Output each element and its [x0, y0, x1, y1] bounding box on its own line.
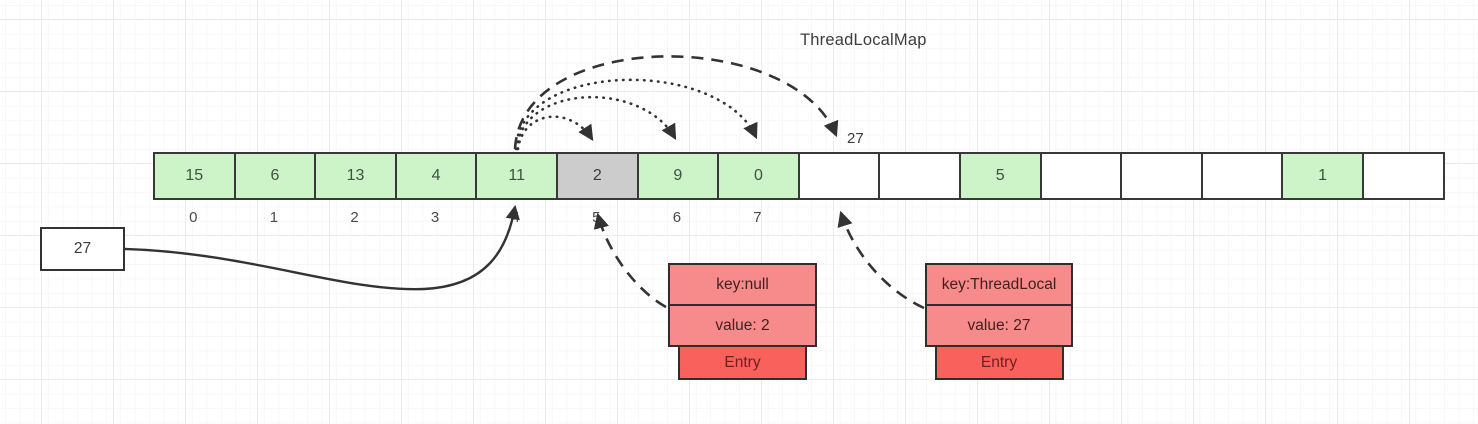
rehash-target-label: 27	[847, 130, 864, 147]
probe-arc-to-cell8	[513, 55, 839, 150]
array-cell-9	[878, 152, 961, 200]
array-cell-5: 2	[555, 152, 639, 200]
probe-arc-to-cell7	[514, 78, 758, 151]
entry-key-row: key:null	[668, 263, 817, 306]
array-cell-1: 6	[233, 152, 317, 200]
index-labels: 0 1 2 3 4 5 6 7	[153, 209, 798, 226]
index-label-4: 4	[511, 209, 520, 226]
array-cell-11	[1039, 152, 1123, 200]
entry-tab-label: Entry	[934, 345, 1064, 380]
entry-null-arrow-to-cell5	[593, 212, 667, 309]
diagram-title: ThreadLocalMap	[800, 31, 927, 49]
probe-arc-to-cell6	[515, 96, 677, 151]
entry-key-null: key:null value: 2 Entry	[668, 263, 817, 380]
entry-key-threadlocal: key:ThreadLocal value: 27 Entry	[925, 263, 1073, 380]
entry-threadlocal-arrow-to-cell8	[837, 210, 925, 310]
array-cell-0: 15	[153, 152, 236, 200]
probe-arc-to-cell5	[516, 115, 594, 151]
array-cell-12	[1120, 152, 1203, 200]
pointer-box-27: 27	[40, 227, 125, 271]
array-cell-15	[1361, 152, 1445, 200]
entry-value-row: value: 27	[925, 304, 1073, 347]
index-label-6: 6	[672, 209, 682, 226]
array-cell-8	[797, 152, 881, 200]
entry-tab-label: Entry	[678, 345, 807, 380]
array-cell-4: 11	[475, 152, 558, 200]
array-cell-13	[1200, 152, 1284, 200]
array-cell-14: 1	[1281, 152, 1364, 200]
index-label-1: 1	[269, 209, 279, 226]
index-label-5: 5	[592, 209, 601, 226]
index-label-3: 3	[430, 209, 440, 226]
entry-value-row: value: 2	[668, 304, 817, 347]
array-cell-6: 9	[636, 152, 720, 200]
index-label-0: 0	[189, 209, 198, 226]
index-label-7: 7	[753, 209, 762, 226]
array-cell-2: 13	[314, 152, 397, 200]
hash-array: 15 6 13 4 11 2 9 0 5 1	[153, 152, 1445, 200]
array-cell-3: 4	[394, 152, 478, 200]
array-cell-10: 5	[958, 152, 1042, 200]
index-label-2: 2	[350, 209, 359, 226]
array-cell-7: 0	[717, 152, 800, 200]
entry-key-row: key:ThreadLocal	[925, 263, 1073, 306]
